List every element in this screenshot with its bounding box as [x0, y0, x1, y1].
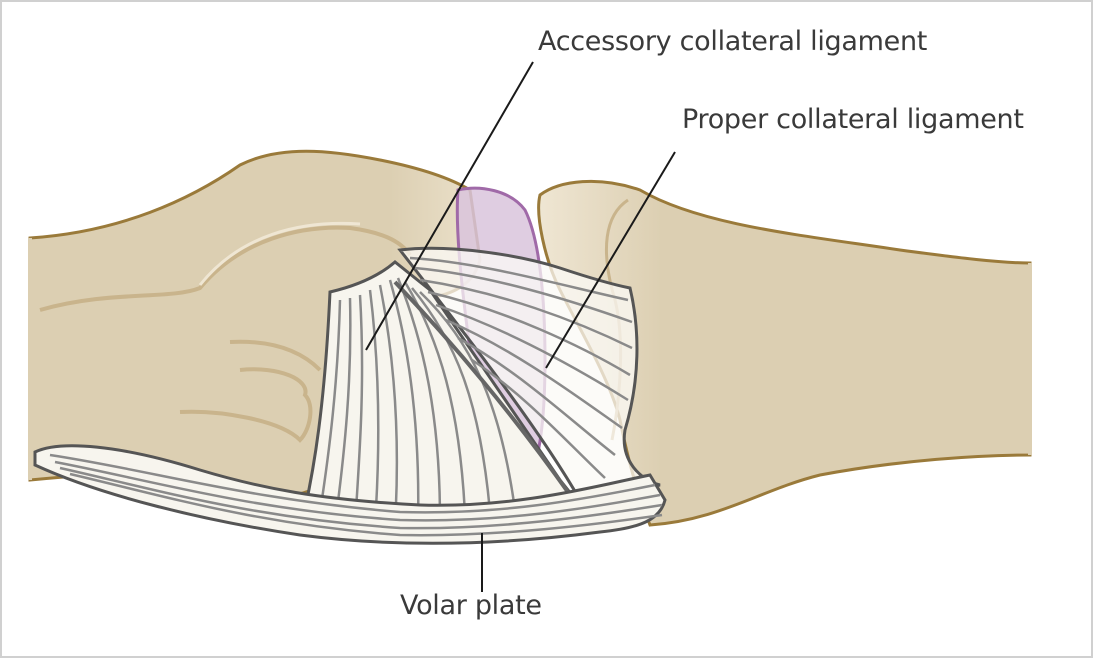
volar-plate	[33, 444, 667, 545]
condyle-ridge	[39, 225, 412, 312]
leader-line-accessory	[365, 61, 534, 351]
proper-ligament-fibers	[409, 256, 633, 479]
label-proper-collateral-ligament: Proper collateral ligament	[682, 104, 1024, 135]
label-volar-plate: Volar plate	[400, 590, 542, 621]
label-accessory-collateral-ligament: Accessory collateral ligament	[538, 26, 928, 57]
volar-plate-fibers	[49, 453, 663, 537]
condyle-ridge-light	[198, 221, 361, 286]
proper-collateral-ligament	[397, 246, 661, 502]
condyle-notch	[179, 339, 322, 443]
leader-line-proper	[545, 151, 676, 369]
ligament-separator-band	[393, 280, 572, 497]
